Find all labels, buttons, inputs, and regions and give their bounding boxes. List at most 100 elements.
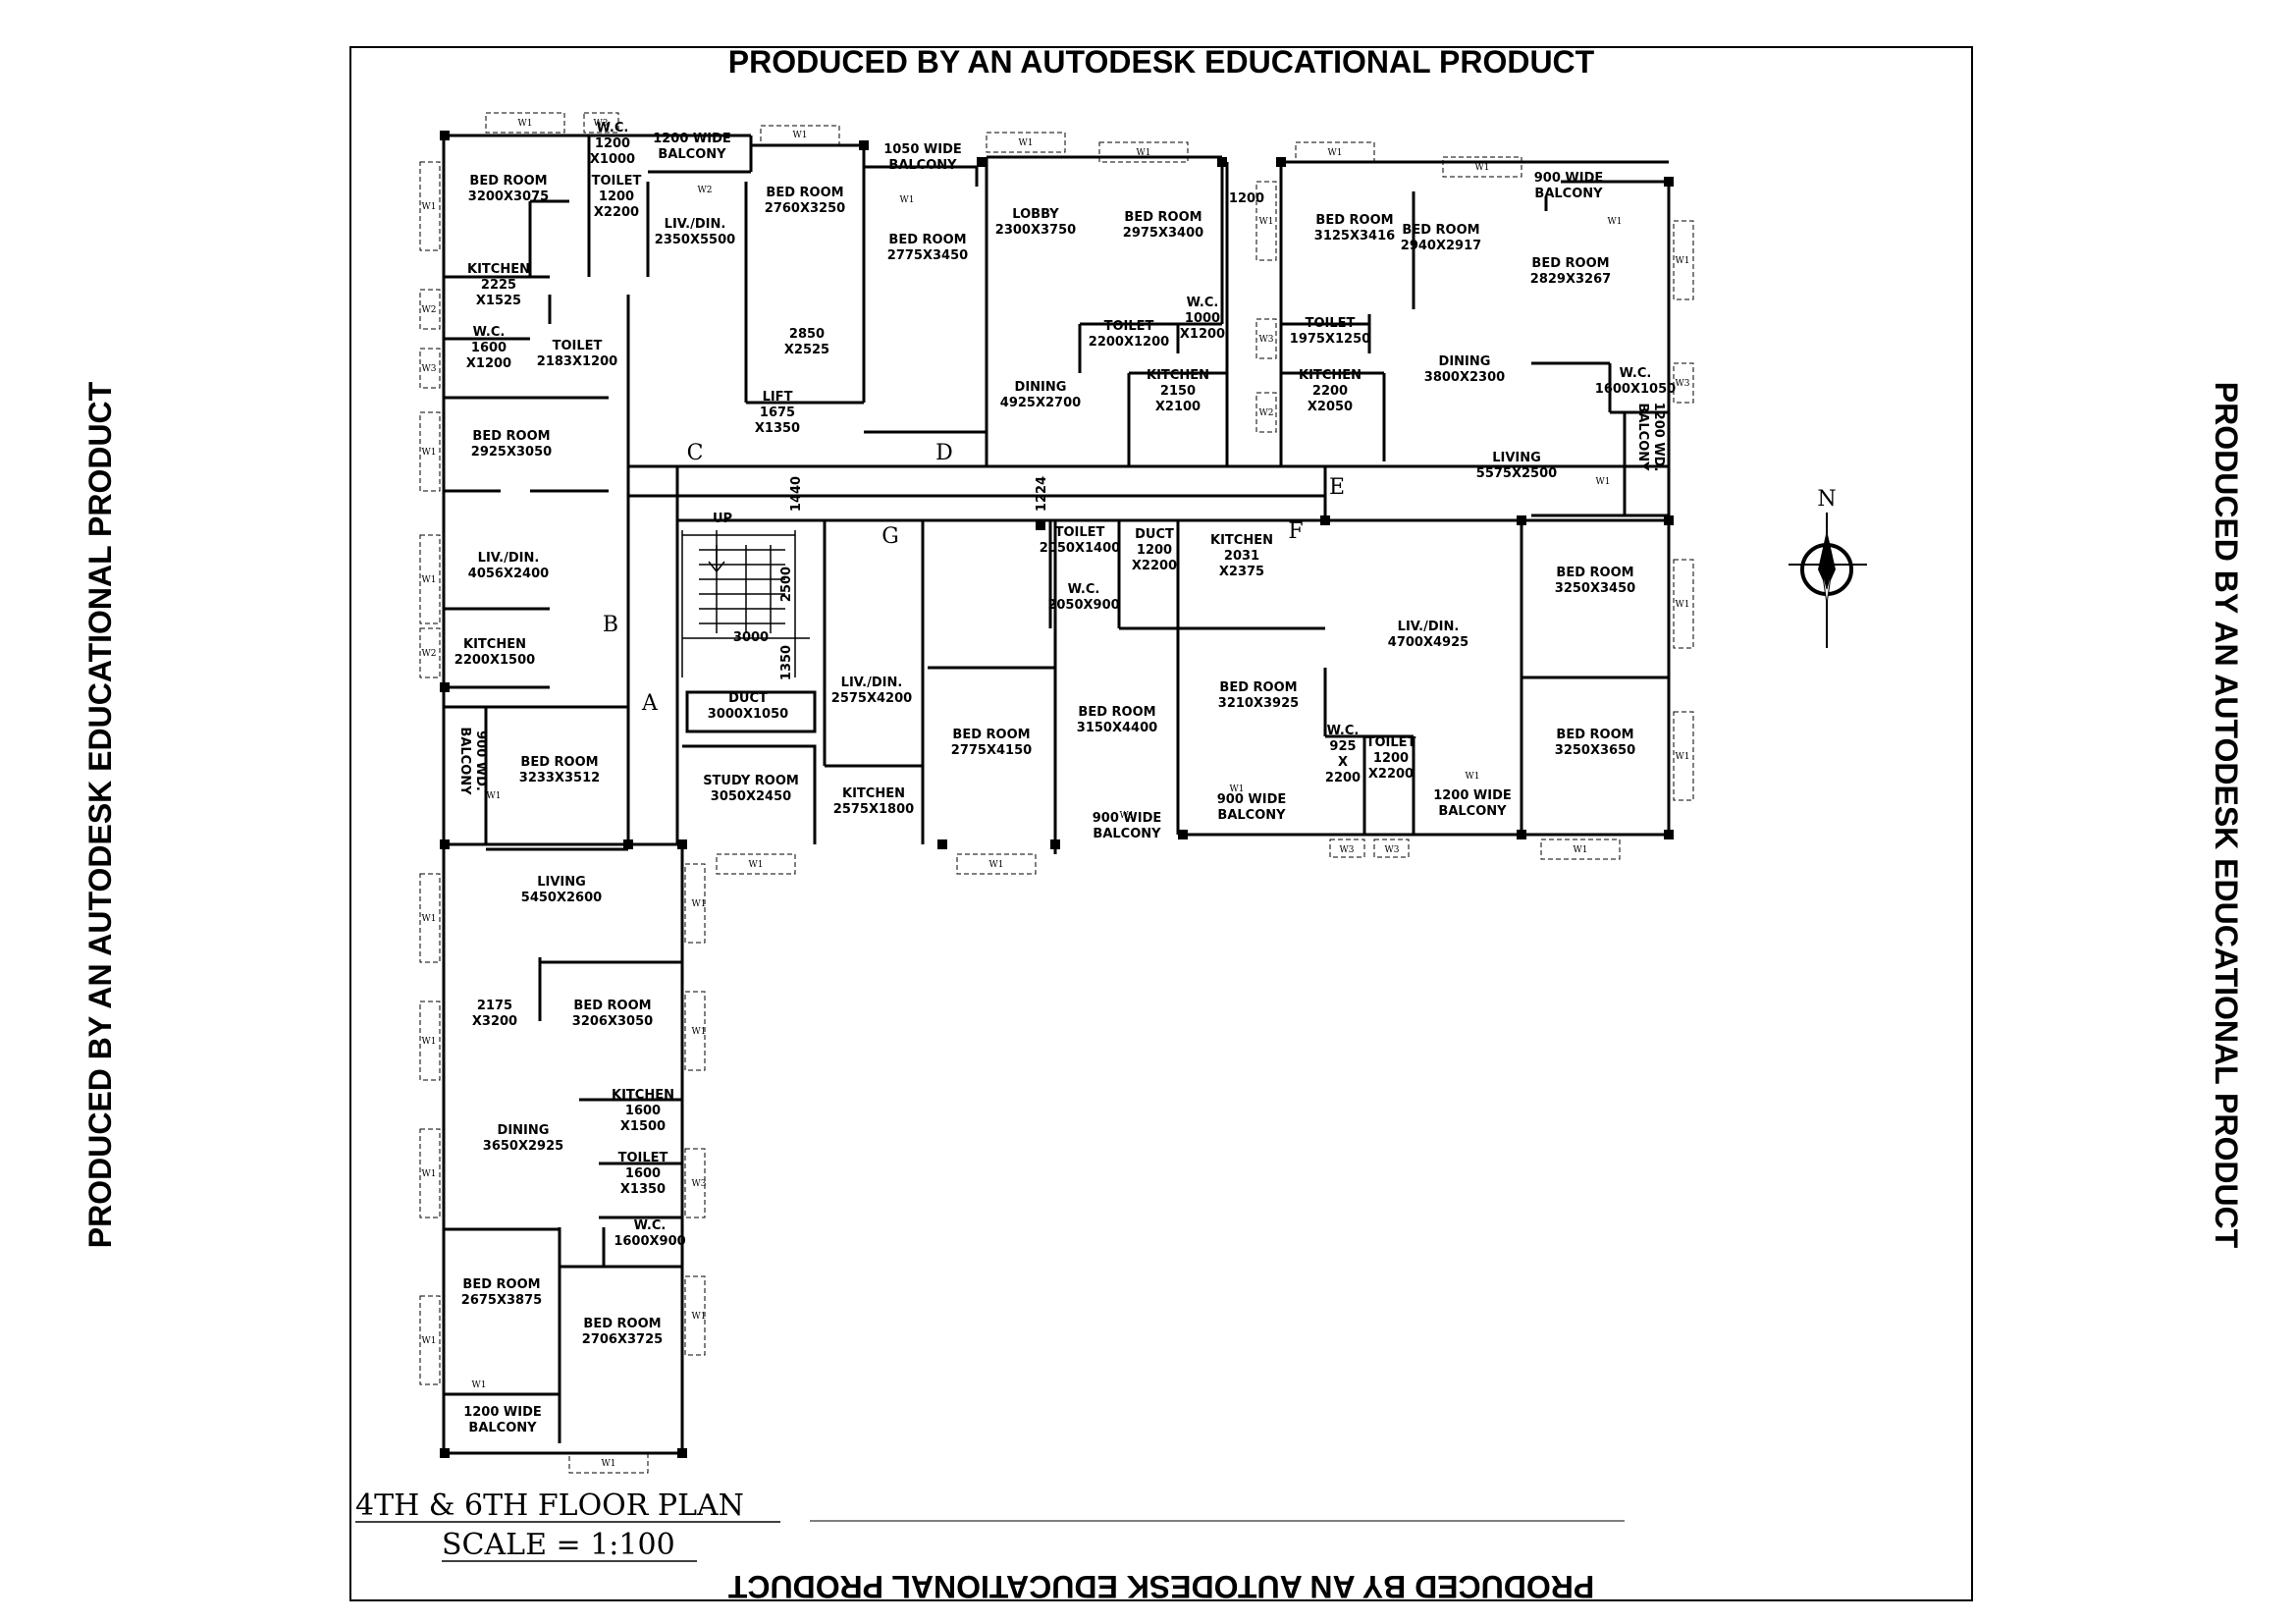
compass-north-label: N	[1817, 487, 1836, 512]
window-tag: W1	[487, 791, 502, 801]
room-label-r33: 900 WD.BALCONY	[457, 727, 488, 795]
window-tag: W1	[900, 195, 915, 205]
window-tag: W1	[422, 914, 437, 924]
window-tag: W1	[472, 1380, 487, 1390]
window-tag: W1	[422, 575, 437, 585]
watermark-right: PRODUCED BY AN AUTODESK EDUCATIONAL PROD…	[2209, 382, 2244, 1249]
window-tag: W3	[1385, 845, 1400, 855]
grid-letter-d: D	[935, 441, 953, 465]
window-tag: W1	[1475, 163, 1490, 173]
window-tag: W1	[1259, 217, 1274, 227]
drawing-border	[349, 46, 1973, 1601]
window-tag: W1	[1328, 148, 1343, 158]
watermark-left: PRODUCED BY AN AUTODESK EDUCATIONAL PROD…	[82, 381, 118, 1248]
room-label-r42: LIV./DIN.2575X4200	[831, 676, 912, 706]
dim-1350: 1350	[779, 645, 794, 680]
window-tag: W3	[1340, 845, 1355, 855]
grid-letter-b: B	[603, 613, 618, 637]
window-tag: W1	[1230, 784, 1245, 794]
window-tags: W1 W3 W1 W1 W1 W1 W1 W1 W2 W3 W1 W1 W2 W…	[422, 119, 1690, 1469]
window-tag: W1	[989, 860, 1004, 870]
room-label-r27: W.C.1600X1050	[1595, 366, 1676, 397]
window-tag: W1	[422, 1336, 437, 1346]
dim-1224: 1224	[1035, 476, 1049, 512]
window-tag: W1	[1596, 477, 1611, 487]
grid-letter-f: F	[1288, 519, 1303, 544]
watermark-bottom: PRODUCED BY AN AUTODESK EDUCATIONAL PROD…	[727, 1569, 1594, 1604]
window-tag: W3	[1676, 379, 1690, 389]
window-tag: W1	[422, 1037, 437, 1047]
window-tag: W2	[422, 649, 437, 659]
window-tag: W2	[1259, 408, 1274, 418]
room-label-r5: LIV./DIN.2350X5500	[655, 217, 735, 247]
window-tag: W3	[422, 364, 437, 374]
window-tag: W1	[1608, 217, 1623, 227]
window-tag: W1	[692, 1312, 707, 1322]
room-label-r60: W.C.1600X900	[614, 1218, 685, 1249]
grid-letter-a: A	[641, 691, 659, 716]
room-label-r40: LIV./DIN.4700X4925	[1388, 620, 1468, 650]
window-tag: W1	[692, 1027, 707, 1037]
dim-1440: 1440	[789, 476, 804, 512]
window-tag: W1	[1120, 811, 1135, 821]
north-arrow-icon: N	[1789, 487, 1867, 648]
window-tag: W2	[698, 186, 713, 195]
room-label-r38: W.C.2050X900	[1047, 582, 1119, 613]
window-tag: W1	[1676, 256, 1690, 266]
window-tag: W3	[1259, 335, 1274, 345]
window-tag: W1	[749, 860, 764, 870]
watermark-top: PRODUCED BY AN AUTODESK EDUCATIONAL PROD…	[728, 44, 1595, 80]
grid-letter-g: G	[881, 524, 899, 549]
window-tag: W1	[602, 1459, 616, 1469]
window-tag: W3	[692, 1179, 707, 1189]
window-tag: W1	[1676, 600, 1690, 610]
grid-letter-c: C	[687, 441, 704, 465]
window-tag: W1	[1676, 752, 1690, 762]
drawing-scale: SCALE = 1:100	[442, 1528, 675, 1562]
dim-3000: 3000	[733, 630, 769, 645]
grid-letter-e: E	[1329, 475, 1345, 500]
room-label-r31: LIV./DIN.4056X2400	[468, 551, 549, 581]
